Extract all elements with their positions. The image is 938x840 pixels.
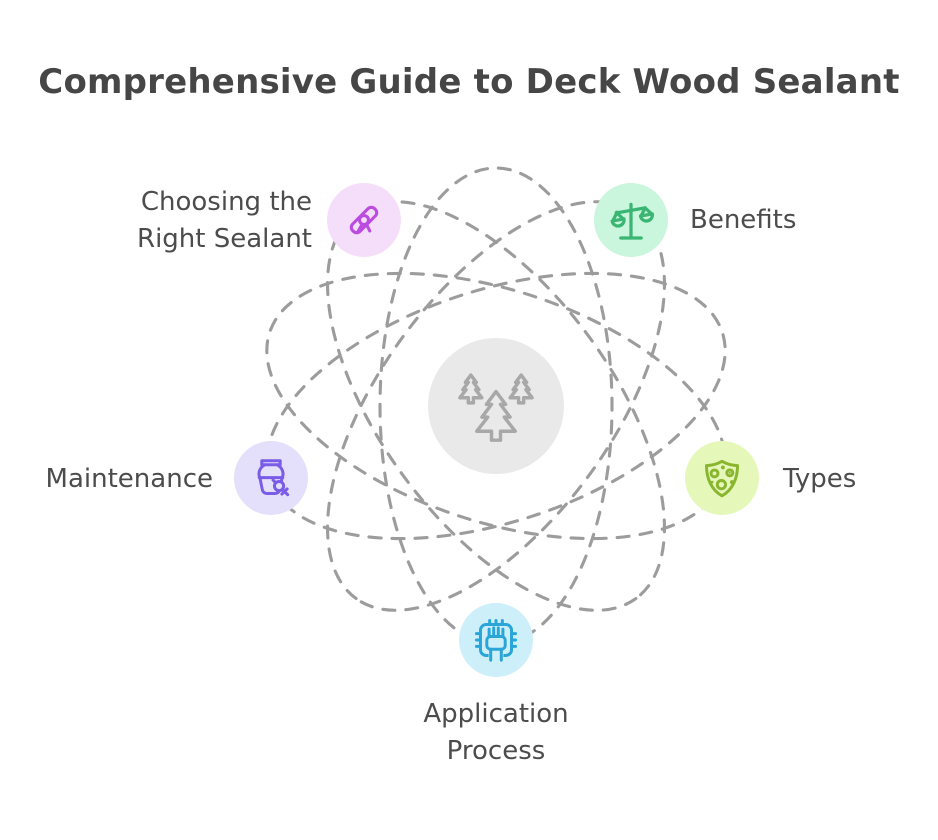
diploma-ribbon-icon <box>349 205 379 235</box>
node-circle-maintenance <box>234 441 308 515</box>
label-choosing-the-right-sealant: Choosing the Right Sealant <box>137 187 312 254</box>
balance-scale-icon <box>610 202 654 240</box>
label-benefits: Benefits <box>690 205 797 235</box>
node-circle-application-process <box>459 603 533 677</box>
hub-circle <box>428 338 564 474</box>
label-maintenance: Maintenance <box>45 464 213 494</box>
orbit-ellipse <box>325 200 667 612</box>
page-title: Comprehensive Guide to Deck Wood Sealant <box>38 62 900 102</box>
label-types: Types <box>783 464 857 494</box>
node-circle-choosing-the-right-sealant <box>327 183 401 257</box>
orbit-ellipse <box>325 200 667 612</box>
hand-press-icon <box>474 618 518 662</box>
vase-brush-icon <box>257 459 290 497</box>
label-application-process: Application Process <box>423 699 569 766</box>
node-circle-benefits <box>594 183 668 257</box>
shield-dots-icon <box>704 459 740 498</box>
pine-trees-icon <box>458 373 534 442</box>
node-circle-types <box>685 441 759 515</box>
